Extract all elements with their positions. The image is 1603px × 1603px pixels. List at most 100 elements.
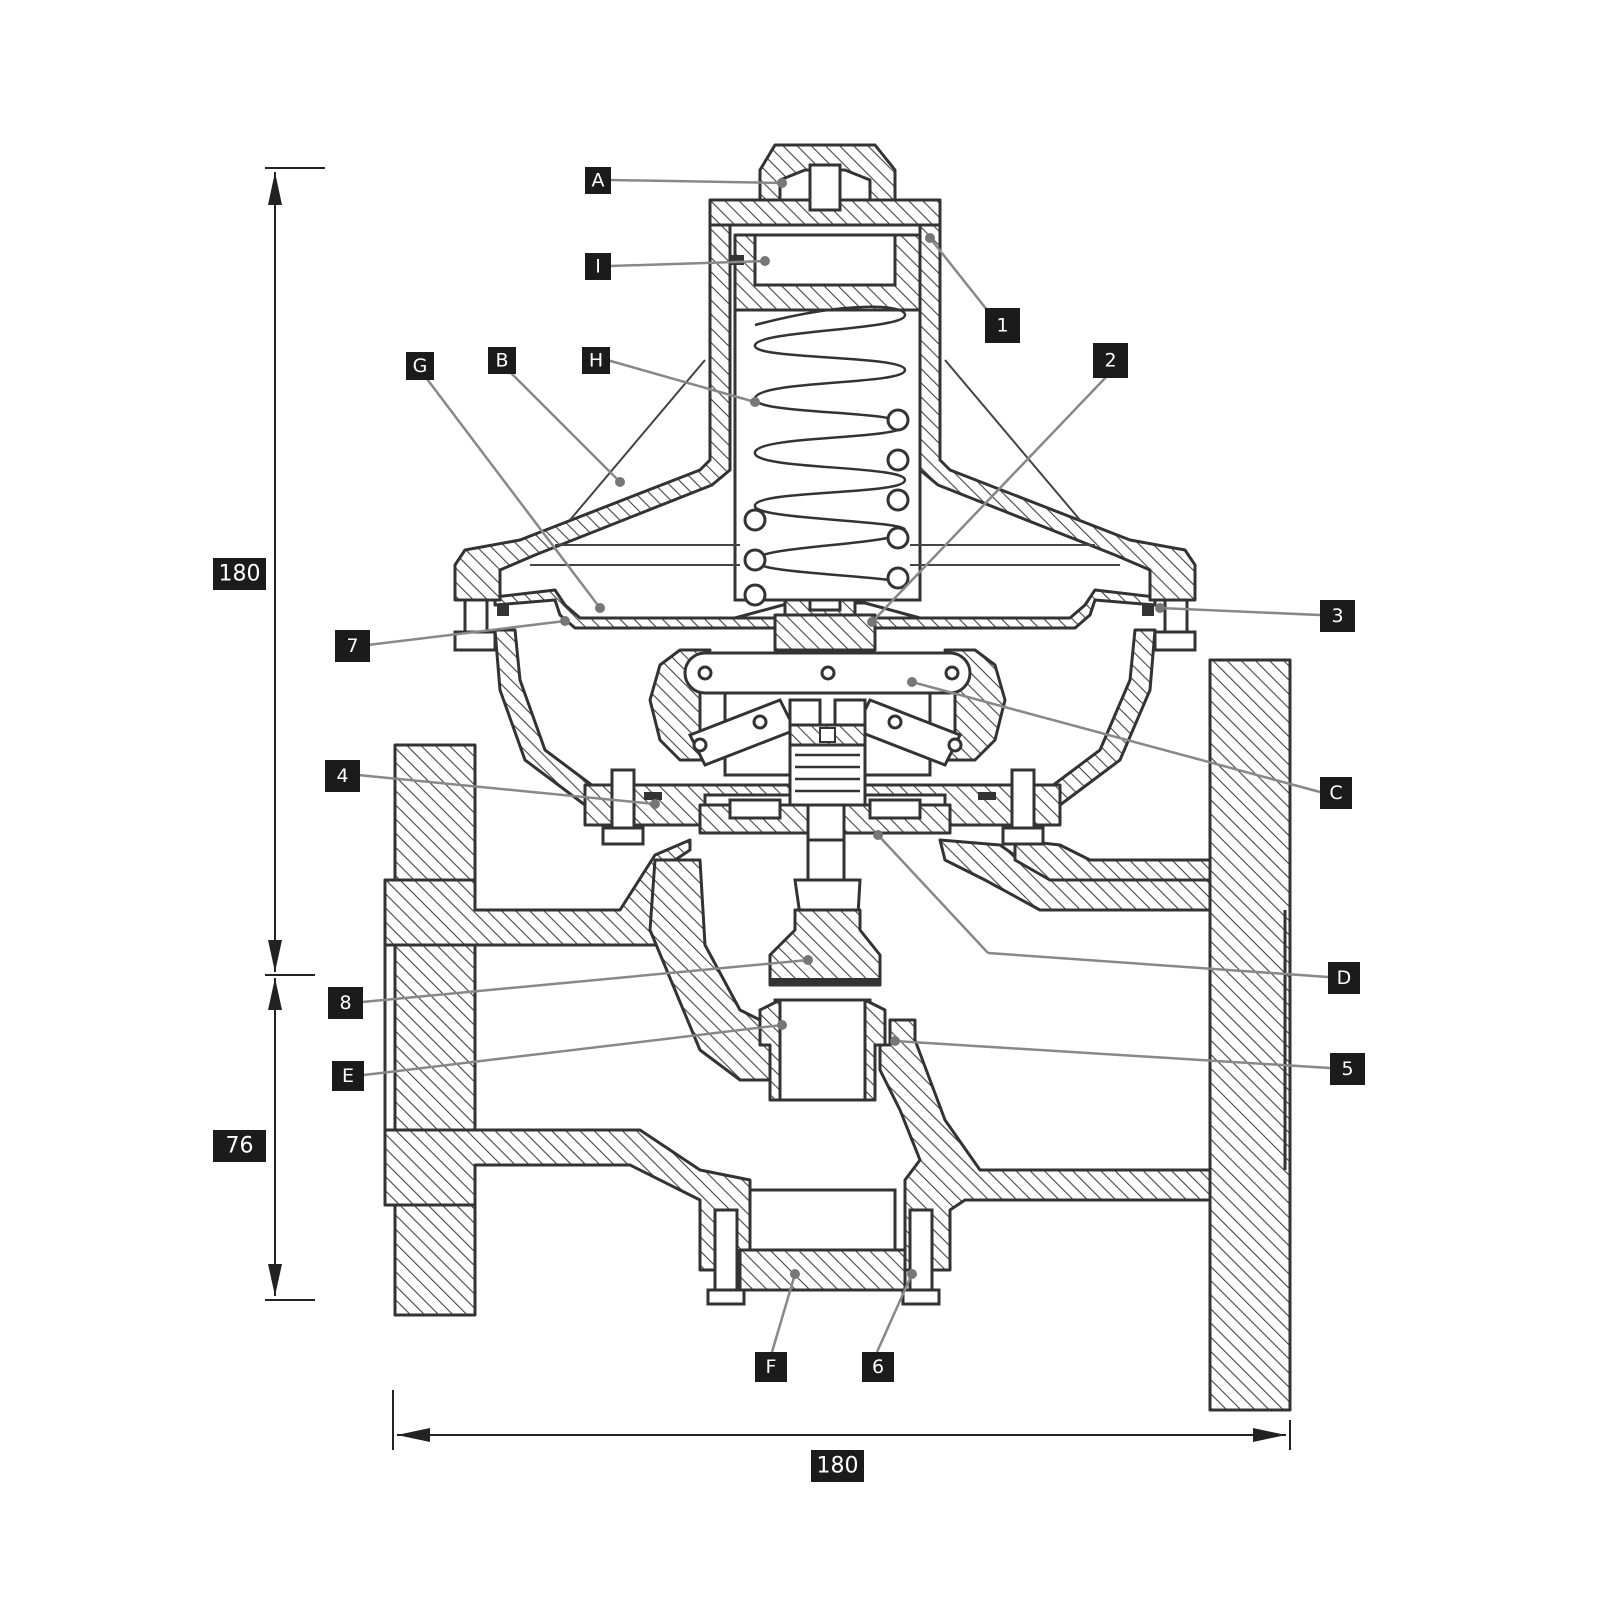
lower-housing-right [1033, 628, 1157, 807]
callout-G: G [406, 352, 434, 380]
spring-coil-6 [743, 508, 767, 532]
flange-nut-right [1153, 630, 1197, 652]
plate-bolt-right [1010, 768, 1036, 832]
callout-F-text: F [766, 1356, 777, 1378]
spring-coil-5 [886, 566, 910, 590]
callout-D-text: D [1337, 967, 1352, 989]
callout-D: D [1328, 962, 1360, 994]
callout-2-text: 2 [1104, 350, 1116, 372]
bonnet-right [918, 223, 1197, 602]
callout-A: A [585, 167, 611, 194]
plate-pocket-right [868, 798, 922, 820]
callout-H: H [582, 347, 610, 374]
diaphragm-hub-base [773, 613, 877, 652]
bottom-nut-right [901, 1288, 941, 1306]
spring-coil-1 [886, 408, 910, 432]
callout-C-text: C [1329, 782, 1342, 804]
callout-3-text: 3 [1331, 605, 1343, 627]
plate-pocket-left [728, 798, 782, 820]
spring-coil-4 [886, 526, 910, 550]
lower-housing-left [493, 628, 612, 807]
lever-pin-1 [697, 665, 713, 681]
dim-arrow-lower-bottom [268, 1264, 282, 1296]
arm-pin-left-b [752, 714, 768, 730]
lever-mechanism [648, 648, 1007, 807]
callout-A-text: A [592, 170, 605, 192]
bottom-bolt-right [908, 1208, 934, 1302]
seat-orifice [773, 998, 872, 1102]
bottom-nut-left [706, 1288, 746, 1306]
dim-arrow-upper-top [268, 172, 282, 205]
callout-F: F [755, 1352, 787, 1382]
return-spring [795, 753, 860, 793]
adjust-seal [730, 255, 744, 265]
inlet-flange [393, 743, 477, 1317]
flange-seal-left [497, 604, 509, 616]
bottom-bolt-left [713, 1208, 739, 1302]
dim-arrow-upper-bottom [268, 940, 282, 972]
dimension-label-lower: 76 [213, 1130, 266, 1162]
adjusting-screw-bore [753, 233, 897, 287]
vent-bore [808, 163, 842, 212]
callout-C: C [1320, 777, 1352, 809]
callout-I-text: I [595, 256, 601, 278]
spring-coil-3 [886, 488, 910, 512]
spring-coil-2 [886, 448, 910, 472]
dim-width-text: 180 [817, 1454, 859, 1479]
upper-left-wall [383, 838, 692, 947]
bottom-cavity [748, 1188, 897, 1252]
callout-G-text: G [413, 355, 428, 377]
callout-4: 4 [325, 760, 360, 792]
bonnet-left [453, 223, 732, 602]
dimension-label-width: 180 [811, 1450, 864, 1482]
plug-disc [768, 908, 882, 987]
vent-cap [758, 143, 897, 202]
callout-6-text: 6 [872, 1356, 884, 1378]
dim-arrow-left [397, 1428, 430, 1442]
lower-housing [493, 628, 1157, 846]
callout-5: 5 [1330, 1053, 1365, 1085]
callout-7-text: 7 [346, 635, 358, 657]
flange-seal-right [1142, 604, 1154, 616]
plate-seal-left [644, 792, 662, 800]
dimension-label-upper: 180 [213, 558, 266, 590]
arm-pin-left-a [692, 737, 708, 753]
arm-pin-right-a [947, 737, 963, 753]
callout-H-text: H [589, 350, 603, 372]
callout-E-text: E [342, 1065, 354, 1087]
callout-8: 8 [328, 987, 363, 1019]
bottom-cover [738, 1248, 907, 1292]
dimension-lines [265, 167, 1291, 1450]
coupling-slot [819, 727, 836, 743]
callout-B: B [488, 347, 516, 374]
arm-pin-right-b [887, 714, 903, 730]
outlet-flange [1208, 658, 1292, 1412]
callout-E: E [332, 1061, 364, 1091]
dim-arrow-lower-top [268, 978, 282, 1010]
rib-left [569, 359, 706, 521]
callout-2: 2 [1093, 343, 1128, 378]
plate-seal-right [978, 792, 996, 800]
diaphragm [493, 588, 1157, 630]
lower-left-wall [383, 1128, 752, 1272]
rib-right [944, 359, 1081, 521]
callout-6: 6 [862, 1352, 894, 1382]
valve-body [383, 658, 1292, 1412]
callout-8-text: 8 [339, 992, 351, 1014]
callout-I: I [585, 253, 611, 280]
upper-bonnet [453, 143, 1197, 607]
callout-3: 3 [1320, 600, 1355, 632]
plug-seal [770, 978, 880, 986]
callout-1-text: 1 [996, 315, 1008, 337]
lever-nut-left [788, 698, 822, 727]
spring-coil-7 [743, 548, 767, 572]
upper-right-neck [1013, 838, 1212, 882]
valve-seat [758, 998, 887, 1102]
callout-5-text: 5 [1341, 1058, 1353, 1080]
callout-4-text: 4 [336, 765, 348, 787]
leader-lines [357, 178, 1331, 1353]
spring-coil-8 [743, 583, 767, 607]
callout-B-text: B [495, 350, 508, 372]
